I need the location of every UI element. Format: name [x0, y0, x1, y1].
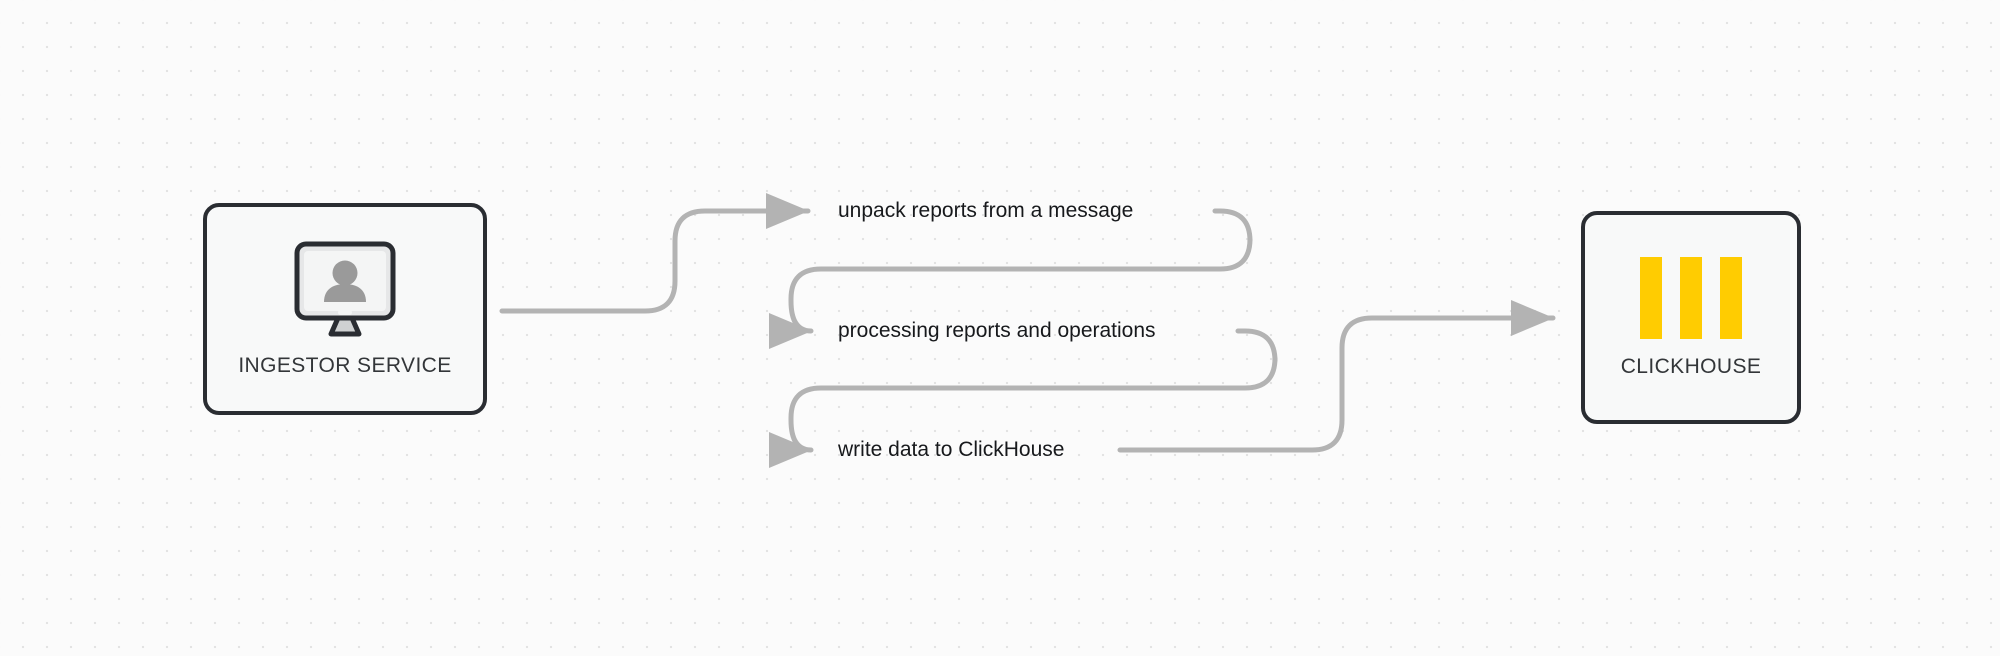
node-clickhouse[interactable]: CLICKHOUSE — [1581, 211, 1801, 424]
clickhouse-bar — [1680, 256, 1702, 339]
clickhouse-logo-icon — [1640, 256, 1742, 339]
clickhouse-bar — [1720, 256, 1742, 339]
edge-path-2-return — [768, 328, 1278, 468]
node-clickhouse-label: CLICKHOUSE — [1620, 354, 1762, 378]
edge-path-3 — [1117, 300, 1556, 453]
monitor-user-icon — [291, 240, 399, 340]
edge-path-1 — [499, 193, 811, 314]
edge-label-write-data: write data to ClickHouse — [838, 438, 1065, 461]
node-ingestor-service[interactable]: INGESTOR SERVICE — [203, 203, 487, 415]
edge-path-1-return — [768, 208, 1253, 349]
clickhouse-bar — [1640, 256, 1662, 339]
node-ingestor-service-label: INGESTOR SERVICE — [238, 354, 452, 377]
edge-label-processing-reports: processing reports and operations — [838, 319, 1156, 342]
edge-label-unpack-reports: unpack reports from a message — [838, 199, 1134, 222]
